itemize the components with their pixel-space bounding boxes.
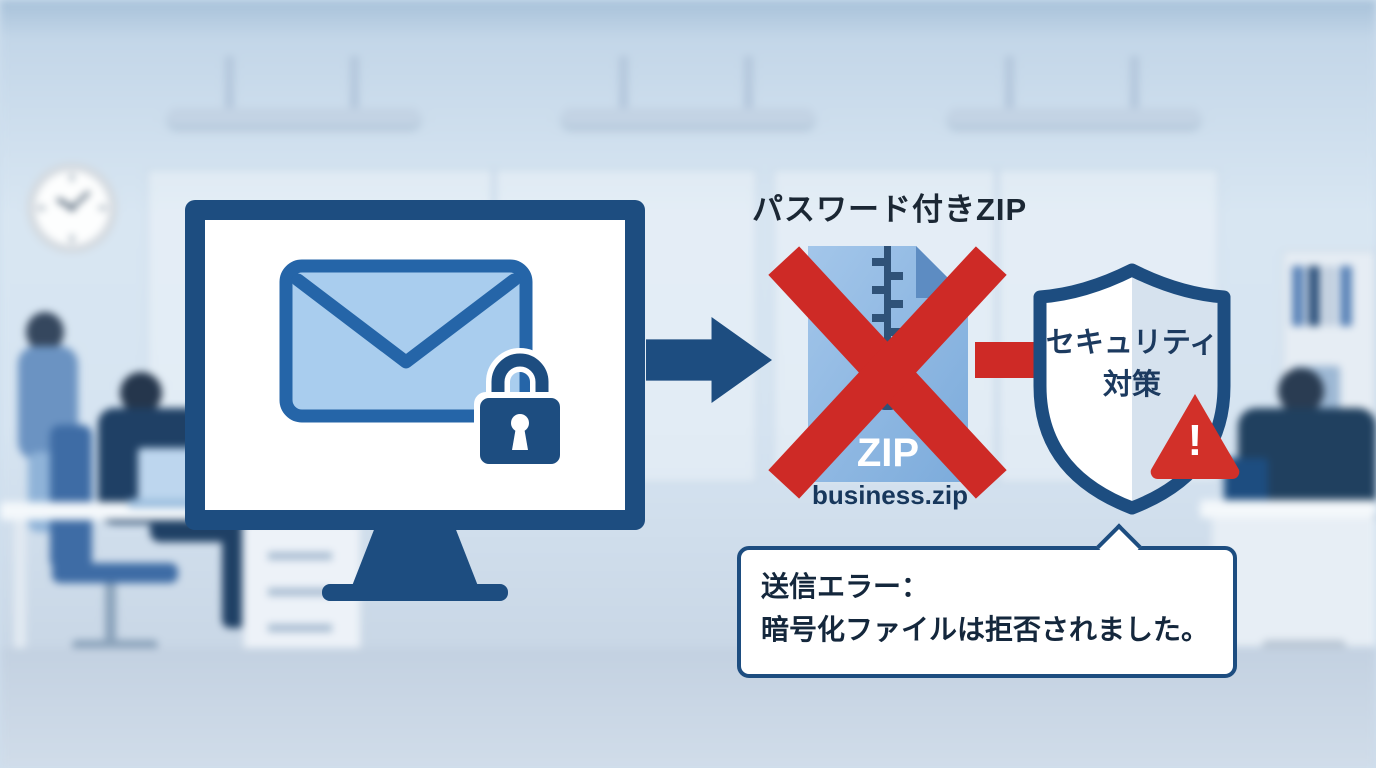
desk-right (1200, 500, 1376, 518)
ceiling-light (168, 108, 420, 126)
ceiling-light (948, 108, 1200, 126)
shield-text-line1: セキュリティ (1045, 327, 1219, 359)
light-stem (619, 56, 628, 110)
envelope-icon (279, 259, 533, 423)
warning-exclamation: ! (1187, 416, 1203, 465)
ceiling-light (562, 108, 814, 126)
office-chair-pole (105, 583, 116, 641)
laptop-base (128, 499, 206, 508)
monitor-base (322, 584, 508, 601)
drawer-handle (268, 552, 332, 560)
speech-bubble: 送信エラー： 暗号化ファイルは拒否されました。 (737, 523, 1237, 678)
office-chair-back (50, 425, 92, 570)
window-mullion (995, 170, 999, 482)
binder (1308, 266, 1320, 326)
lock-icon (474, 348, 566, 470)
binder (1340, 266, 1352, 326)
warning-triangle-shape (1150, 394, 1240, 480)
light-stem (225, 56, 234, 110)
light-stem (350, 56, 359, 110)
zip-filename-label: business.zip (811, 480, 969, 510)
drawer-handle (268, 624, 332, 632)
office-chair-base (72, 640, 158, 650)
light-stem (1130, 56, 1139, 110)
drawer-handle (268, 588, 332, 596)
desk-leg (14, 520, 26, 648)
clock-icon (27, 163, 117, 253)
office-worker-man-head (120, 372, 162, 414)
light-stem (1005, 56, 1014, 110)
binder (1324, 266, 1336, 326)
office-worker-man2-head (1278, 368, 1324, 414)
office-chair-seat (52, 563, 178, 583)
red-x-icon (768, 246, 1007, 499)
error-line1: 送信エラー： (761, 571, 930, 602)
desk-right-panel (1212, 518, 1376, 646)
light-stem (744, 56, 753, 110)
binder (1292, 266, 1304, 326)
zip-file-label: ZIP (857, 431, 919, 475)
monitor-stand (352, 528, 478, 586)
office-worker-woman-head (26, 312, 64, 352)
warning-triangle-icon: ! (1146, 388, 1244, 482)
shield-text-line2: 対策 (1102, 369, 1161, 402)
shield-text: セキュリティ 対策 (1026, 322, 1238, 406)
error-line2: 暗号化ファイルは拒否されました。 (761, 614, 1210, 646)
zip-title-label: パスワード付きZIP (752, 192, 1028, 227)
